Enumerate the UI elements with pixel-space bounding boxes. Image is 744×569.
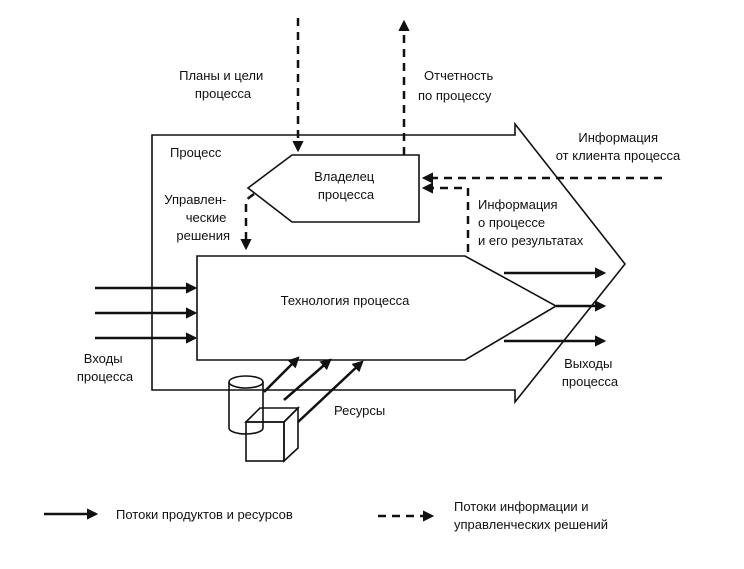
management-decisions-label: Управлен- ческие решения (164, 192, 230, 243)
client-info-label: Информация от клиента процесса (556, 130, 681, 163)
outputs-label: Выходы процесса (562, 356, 619, 389)
process-info-arrow (421, 182, 470, 252)
resource-arrow-1 (263, 356, 300, 393)
technology-label: Технология процесса (281, 293, 410, 308)
management-arrow (240, 193, 255, 251)
legend-solid-label: Потоки продуктов и ресурсов (116, 507, 293, 522)
owner-label: Владелец процесса (314, 169, 378, 202)
plans-goals-label: Планы и цели процесса (179, 68, 267, 101)
process-frame (151, 121, 627, 405)
owner-block (246, 154, 420, 223)
resource-cube-icon (244, 406, 300, 463)
resource-arrow-3 (297, 360, 364, 423)
process-info-label: Информация о процессе и его результатах (478, 197, 584, 248)
resource-arrow-2 (283, 358, 332, 401)
resources-label: Ресурсы (334, 403, 385, 418)
process-label: Процесс (170, 145, 222, 160)
technology-block (196, 255, 558, 361)
legend-dashed-label: Потоки информации и управленческих решен… (454, 499, 608, 532)
inputs-label: Входы процесса (77, 351, 134, 384)
reporting-label: Отчетность по процессу (418, 68, 497, 103)
